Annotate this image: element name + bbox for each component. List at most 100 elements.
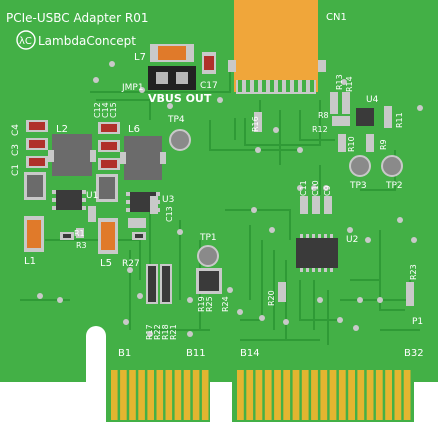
brand-name: LambdaConcept xyxy=(38,34,136,48)
gold-finger xyxy=(385,370,392,420)
label-c14: C14 xyxy=(101,102,110,118)
label-r22: R22 xyxy=(153,324,162,340)
gold-fingers-side-b xyxy=(237,370,411,420)
label-b32: B32 xyxy=(404,348,424,359)
gold-finger xyxy=(320,370,328,420)
label-r13: R13 xyxy=(335,74,344,90)
inductor-l5 xyxy=(98,218,118,254)
bulk-capacitor-mid xyxy=(96,174,118,202)
label-b1: B1 xyxy=(118,348,131,359)
label-r11: R11 xyxy=(395,112,404,128)
vias xyxy=(37,61,423,337)
gold-finger xyxy=(201,370,209,420)
gold-finger xyxy=(274,370,281,420)
gold-finger xyxy=(192,370,200,420)
label-c1: C1 xyxy=(11,164,21,176)
gold-finger xyxy=(329,370,337,420)
label-l5: L5 xyxy=(100,258,112,269)
label-r21: R21 xyxy=(169,324,178,340)
label-u4: U4 xyxy=(366,95,379,105)
label-r27: R27 xyxy=(122,259,140,269)
label-r19: R19 xyxy=(197,296,206,312)
ic-u4 xyxy=(356,108,374,126)
label-r14: R14 xyxy=(345,76,354,92)
inductor-l2 xyxy=(48,134,96,176)
label-r10: R10 xyxy=(347,136,356,152)
silkscreen: PCIe-USBC Adapter R01 λC LambdaConcept C… xyxy=(6,11,424,359)
label-b14: B14 xyxy=(240,348,260,359)
label-r9: R9 xyxy=(379,139,388,150)
label-r20: R20 xyxy=(267,290,276,306)
gold-finger xyxy=(375,370,383,420)
gold-finger xyxy=(120,370,127,420)
ic-u1 xyxy=(52,190,86,210)
label-tp4: TP4 xyxy=(167,115,185,125)
label-vbus-out: VBUS OUT xyxy=(148,92,212,105)
testpoint-tp1[interactable] xyxy=(197,245,219,267)
gold-finger xyxy=(366,370,374,420)
edge-gap-2 xyxy=(210,382,232,429)
label-u1: U1 xyxy=(86,191,98,201)
board-title: PCIe-USBC Adapter R01 xyxy=(6,11,149,25)
label-c10: C10 xyxy=(311,180,320,196)
label-c12: C12 xyxy=(93,102,102,118)
label-r23: R23 xyxy=(409,264,418,280)
label-l2: L2 xyxy=(56,124,68,135)
gold-finger xyxy=(165,370,173,420)
label-p1: P1 xyxy=(412,317,423,327)
usb-c-connector-cn1 xyxy=(228,0,326,94)
gold-finger xyxy=(138,370,145,420)
gold-finger xyxy=(348,370,355,420)
label-c3: C3 xyxy=(11,144,21,156)
gold-finger xyxy=(338,370,346,420)
label-c13: C13 xyxy=(165,206,174,222)
label-c4: C4 xyxy=(11,124,21,136)
inductor-l1 xyxy=(24,216,44,252)
gold-finger xyxy=(156,370,164,420)
label-c15: C15 xyxy=(109,102,118,118)
label-r17: R17 xyxy=(145,324,154,340)
capacitors-c3-c4 xyxy=(26,120,48,168)
label-r12: R12 xyxy=(312,125,328,134)
label-r8: R8 xyxy=(318,111,329,120)
label-c17: C17 xyxy=(200,81,218,91)
label-c11: C11 xyxy=(299,180,308,196)
label-b11: B11 xyxy=(186,348,206,359)
gold-finger xyxy=(283,370,291,420)
inductor-l7 xyxy=(150,44,194,62)
label-r3: R3 xyxy=(76,241,87,250)
gold-finger xyxy=(129,370,136,420)
gold-finger xyxy=(111,370,118,420)
label-r1: R1 xyxy=(74,229,85,238)
edge-gap xyxy=(0,382,106,429)
brand-logo-ring xyxy=(16,30,36,50)
label-r16: R16 xyxy=(251,116,260,132)
gold-finger xyxy=(394,370,402,420)
brand-logo-text: λC xyxy=(19,36,32,47)
label-l7: L7 xyxy=(134,52,146,63)
label-l1: L1 xyxy=(24,256,36,267)
gold-finger xyxy=(264,370,272,420)
ic-u2 xyxy=(296,234,338,272)
inductor-l6 xyxy=(120,136,166,180)
gold-finger xyxy=(147,370,154,420)
gold-finger xyxy=(292,370,300,420)
testpoint-tp2[interactable] xyxy=(381,155,403,177)
capacitors-c12-c15 xyxy=(98,122,120,170)
gold-fingers-side-a xyxy=(111,370,209,420)
gold-finger xyxy=(237,370,244,420)
jumper-jmp1[interactable] xyxy=(148,66,196,90)
edge-gap-3 xyxy=(414,382,438,429)
capacitor-c17 xyxy=(202,52,216,74)
gold-finger xyxy=(357,370,365,420)
gold-finger xyxy=(183,370,191,420)
testpoint-tp3[interactable] xyxy=(349,155,371,177)
label-r18: R18 xyxy=(161,324,170,340)
gold-finger xyxy=(403,370,411,420)
testpoint-tp4[interactable] xyxy=(169,129,191,151)
label-tp2: TP2 xyxy=(385,181,403,191)
bulk-capacitor-left xyxy=(24,172,46,200)
label-jmp1: JMP1 xyxy=(121,83,144,93)
gold-finger xyxy=(246,370,254,420)
gold-finger xyxy=(301,370,309,420)
